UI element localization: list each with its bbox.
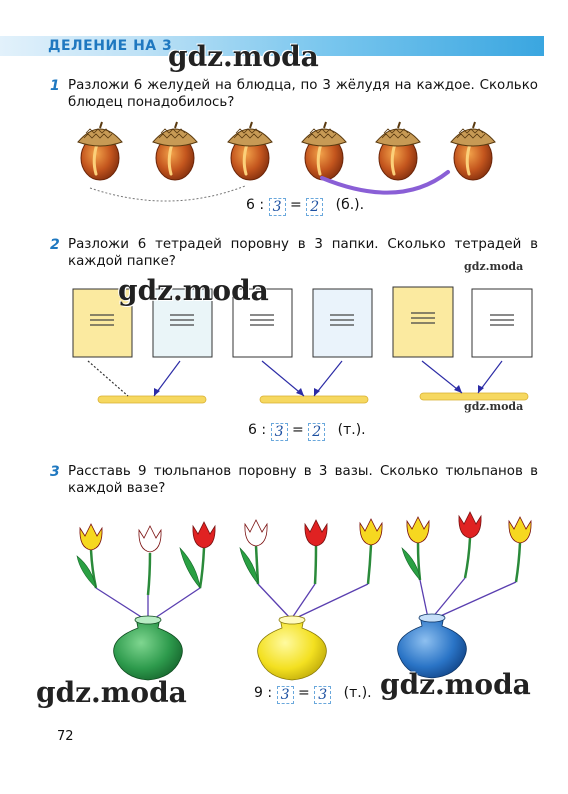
formula-operator: : — [267, 685, 273, 701]
notebook-6 — [471, 288, 533, 358]
formula-equals: = — [298, 685, 310, 701]
tulip-2 — [138, 525, 162, 553]
notebook-row — [72, 286, 533, 358]
vase-green — [113, 615, 183, 681]
page-number: 72 — [57, 729, 74, 744]
formula-divisor-box[interactable]: 3 — [270, 423, 288, 441]
tulip-lines — [95, 577, 517, 621]
vase-blue — [397, 613, 467, 679]
formula-unit: (б.). — [335, 197, 365, 213]
folder-2 — [259, 395, 369, 404]
formula-equals: = — [290, 197, 302, 213]
formula-dividend: 9 — [254, 685, 263, 701]
formula-unit: (т.). — [343, 685, 372, 701]
plate-arc-dotted — [89, 185, 246, 202]
acorn-3 — [226, 120, 274, 182]
notebook-2 — [152, 288, 213, 358]
tulip-leaves — [76, 546, 421, 589]
formula-equals: = — [292, 422, 304, 438]
task-2-text: Разложи 6 тетрадей поровну в 3 папки. Ск… — [68, 237, 538, 269]
watermark-top: gdz.moda — [168, 40, 319, 73]
formula-operator: : — [261, 422, 267, 438]
notebook-5 — [392, 286, 454, 358]
task-1-number: 1 — [50, 78, 60, 94]
tulip-9 — [508, 516, 532, 544]
tulip-1 — [79, 523, 103, 551]
tulip-6 — [359, 518, 383, 546]
folder-1 — [97, 395, 207, 404]
task-3-number: 3 — [50, 464, 60, 480]
formula-unit: (т.). — [337, 422, 366, 438]
watermark-bottom-right: gdz.moda — [380, 668, 531, 701]
vase-yellow — [257, 615, 327, 681]
acorn-1 — [76, 120, 124, 182]
acorn-5 — [374, 120, 422, 182]
acorn-6 — [449, 120, 497, 182]
tulip-8 — [458, 511, 482, 539]
tulip-4 — [244, 519, 268, 547]
watermark-small-1: gdz.moda — [464, 260, 524, 273]
notebook-arrows — [87, 360, 503, 397]
formula-result-box[interactable]: 3 — [314, 686, 332, 704]
formula-divisor-box[interactable]: 3 — [276, 686, 294, 704]
notebook-4 — [312, 288, 373, 358]
formula-result-box[interactable]: 2 — [306, 198, 324, 216]
formula-operator: : — [259, 197, 265, 213]
folder-3 — [419, 392, 529, 401]
acorn-row — [76, 120, 497, 182]
formula-dividend: 6 — [248, 422, 257, 438]
tulip-3 — [192, 521, 216, 549]
formula-divisor-box[interactable]: 3 — [268, 198, 286, 216]
tulip-5 — [304, 519, 328, 547]
folder-row — [97, 392, 529, 404]
formula-result-box[interactable]: 2 — [308, 423, 326, 441]
section-title: ДЕЛЕНИЕ НА 3 — [48, 38, 173, 54]
tulip-row — [76, 511, 532, 596]
notebook-1 — [72, 288, 133, 358]
formula-dividend: 6 — [246, 197, 255, 213]
watermark-middle: gdz.moda — [118, 274, 269, 307]
task-3-text: Расставь 9 тюльпанов поровну в 3 вазы. С… — [68, 464, 538, 496]
watermark-bottom-left: gdz.moda — [36, 676, 187, 709]
tulip-7 — [406, 516, 430, 544]
task-3-formula: 9 : 3 = 3 (т.). — [254, 685, 372, 704]
acorn-4 — [300, 120, 348, 182]
section-header-bar — [0, 36, 544, 56]
task-1-text: Разложи 6 желудей на блюдца, по 3 жёлудя… — [68, 78, 538, 110]
task-2-formula: 6 : 3 = 2 (т.). — [248, 422, 366, 441]
task-1-formula: 6 : 3 = 2 (б.). — [246, 197, 364, 216]
watermark-small-2: gdz.moda — [464, 400, 524, 413]
plate-arc-drawn — [320, 170, 450, 195]
task-2-number: 2 — [50, 237, 60, 253]
notebook-3 — [232, 288, 293, 358]
acorn-2 — [151, 120, 199, 182]
